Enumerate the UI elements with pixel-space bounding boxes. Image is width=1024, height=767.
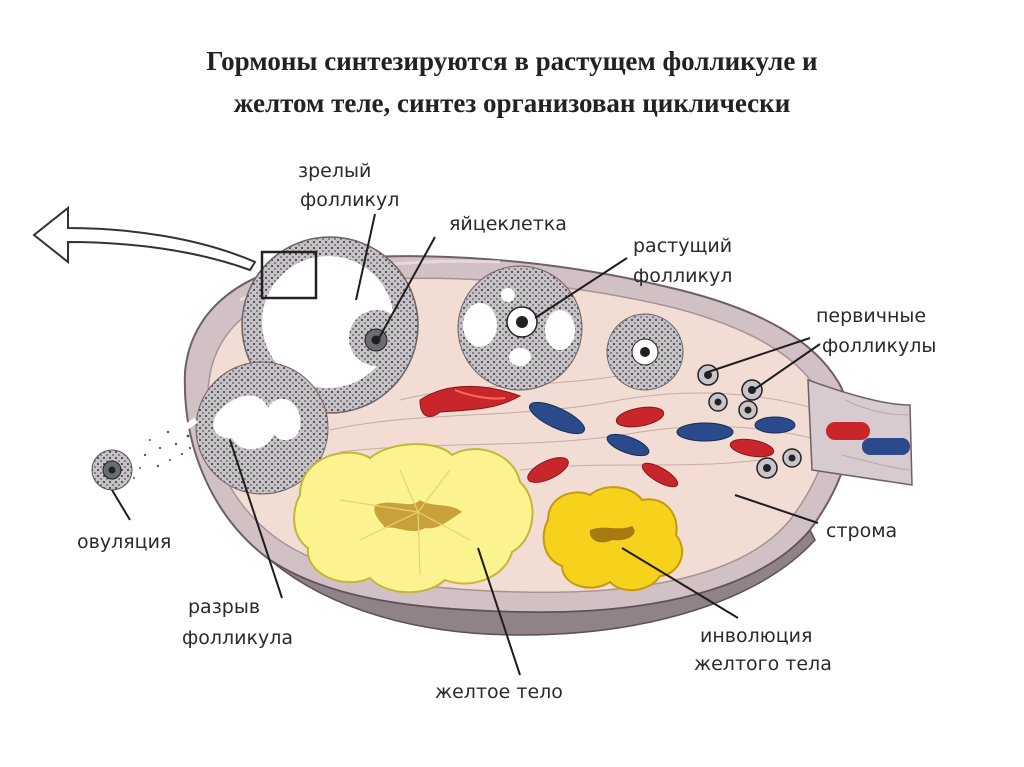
blood-vessels — [419, 385, 796, 488]
label-involution-2: желтого тела — [694, 653, 832, 675]
ovarian-ligament — [807, 378, 913, 486]
slide-title-line-2: желтом теле, синтез организован цикличес… — [233, 88, 791, 118]
ligament-artery — [826, 422, 870, 440]
label-primary-follicles-2: фолликулы — [822, 335, 936, 357]
ligament-vein — [862, 438, 910, 455]
label-stroma: строма — [826, 520, 897, 542]
involuting-corpus-luteum — [542, 486, 684, 592]
label-egg-cell: яйцеклетка — [449, 213, 567, 235]
label-ovulation: овуляция — [77, 531, 171, 553]
label-mature-follicle-1: зрелый — [298, 160, 371, 182]
label-lines — [111, 213, 821, 676]
label-mature-follicle-2: фолликул — [300, 189, 399, 211]
ovulation-arrow — [32, 205, 257, 272]
slide-title-line-1: Гормоны синтезируются в растущем фоллику… — [206, 46, 818, 76]
primary-follicles — [697, 364, 802, 479]
small-follicle — [606, 313, 684, 391]
label-primary-follicles-1: первичные — [816, 305, 926, 327]
label-rupture-1: разрыв — [188, 596, 260, 618]
label-growing-follicle-1: растущий — [633, 235, 732, 257]
zoom-box — [260, 250, 318, 300]
label-growing-follicle-2: фолликул — [633, 265, 732, 287]
released-egg — [91, 449, 133, 491]
growing-follicle — [457, 265, 583, 391]
ovulation-spray — [133, 430, 192, 479]
label-involution-1: инволюция — [700, 625, 812, 647]
label-corpus-luteum: желтое тело — [435, 681, 563, 703]
label-rupture-2: фолликула — [182, 627, 293, 649]
corpus-luteum — [293, 443, 534, 594]
ruptured-follicle — [168, 361, 329, 495]
